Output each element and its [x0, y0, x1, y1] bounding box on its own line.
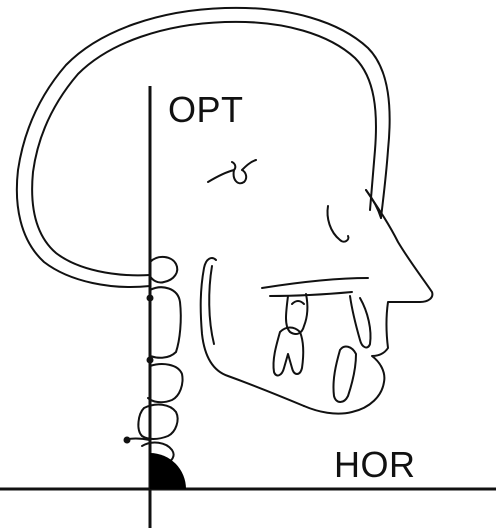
opt-hor-angle	[150, 453, 186, 489]
palatal-plane	[262, 278, 368, 296]
mandible-border	[201, 258, 304, 406]
nasion-curve	[328, 206, 349, 242]
point-c2-tip	[147, 295, 154, 302]
mandible-ramus	[209, 266, 214, 344]
vertebra-c2	[150, 287, 181, 357]
point-c4	[124, 437, 131, 444]
lower-incisor	[333, 347, 356, 402]
facial-profile	[304, 190, 432, 414]
upper-incisor	[350, 296, 371, 347]
vertebra-c4	[138, 405, 177, 439]
vertebra-c1	[150, 257, 177, 283]
point-c2-lower	[147, 357, 154, 364]
opt-label: OPT	[168, 92, 244, 128]
skull-outer-contour	[17, 8, 390, 287]
vertebra-c3	[148, 364, 183, 402]
skull-inner-contour	[32, 22, 376, 276]
lower-molar	[273, 328, 303, 376]
sella-mark	[208, 160, 256, 183]
hor-label: HOR	[334, 447, 416, 483]
